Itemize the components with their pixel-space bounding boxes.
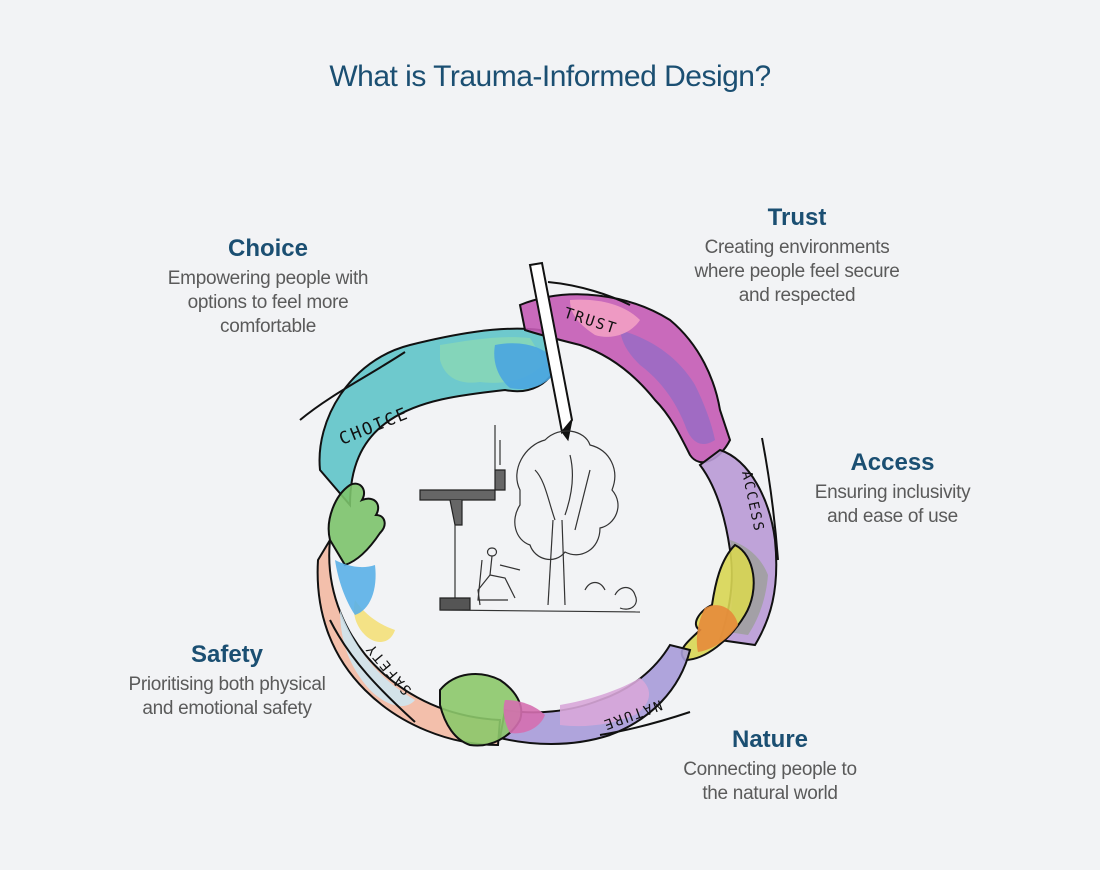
trust-arm-patch-2 <box>570 299 640 337</box>
access-heading: Access <box>850 449 935 476</box>
nature-heading: Nature <box>731 726 809 753</box>
safety-heading: Safety <box>190 641 264 668</box>
page-title: What is Trauma-Informed Design? <box>329 60 771 93</box>
safety-description: Prioritising both physical and emotional… <box>128 674 326 719</box>
nature-block: Nature Connecting people to the natural … <box>680 726 860 806</box>
access-block: Access Ensuring inclusivity and ease of … <box>800 449 985 529</box>
trust-block: Trust Creating environments where people… <box>687 204 907 308</box>
access-hand-patch <box>696 605 738 652</box>
sketch-lines <box>299 281 779 736</box>
nature-arm-patch <box>560 678 650 727</box>
safety-hand <box>327 482 386 567</box>
access-description: Ensuring inclusivity and ease of use <box>814 482 971 527</box>
stylus-icon <box>528 261 574 442</box>
sketch-person <box>486 547 498 557</box>
trust-heading: Trust <box>767 204 827 231</box>
sketch-structure <box>419 469 506 501</box>
safety-hand-patch <box>335 560 376 615</box>
trust-arm <box>518 293 732 464</box>
nature-description: Connecting people to the natural world <box>683 759 857 804</box>
trust-arm-patch <box>620 330 715 445</box>
choice-block: Choice Empowering people with options to… <box>163 235 373 339</box>
safety-arm-patch-2 <box>353 600 395 642</box>
trust-description: Creating environments where people feel … <box>694 237 900 306</box>
nature-hand-patch <box>503 700 545 734</box>
center-sketch <box>419 425 641 613</box>
sketch-tree <box>514 430 619 561</box>
choice-arm-patch-2 <box>494 343 560 390</box>
choice-description: Empowering people with options to feel m… <box>167 268 369 337</box>
choice-heading: Choice <box>227 235 308 262</box>
safety-block: Safety Prioritising both physical and em… <box>117 641 337 721</box>
